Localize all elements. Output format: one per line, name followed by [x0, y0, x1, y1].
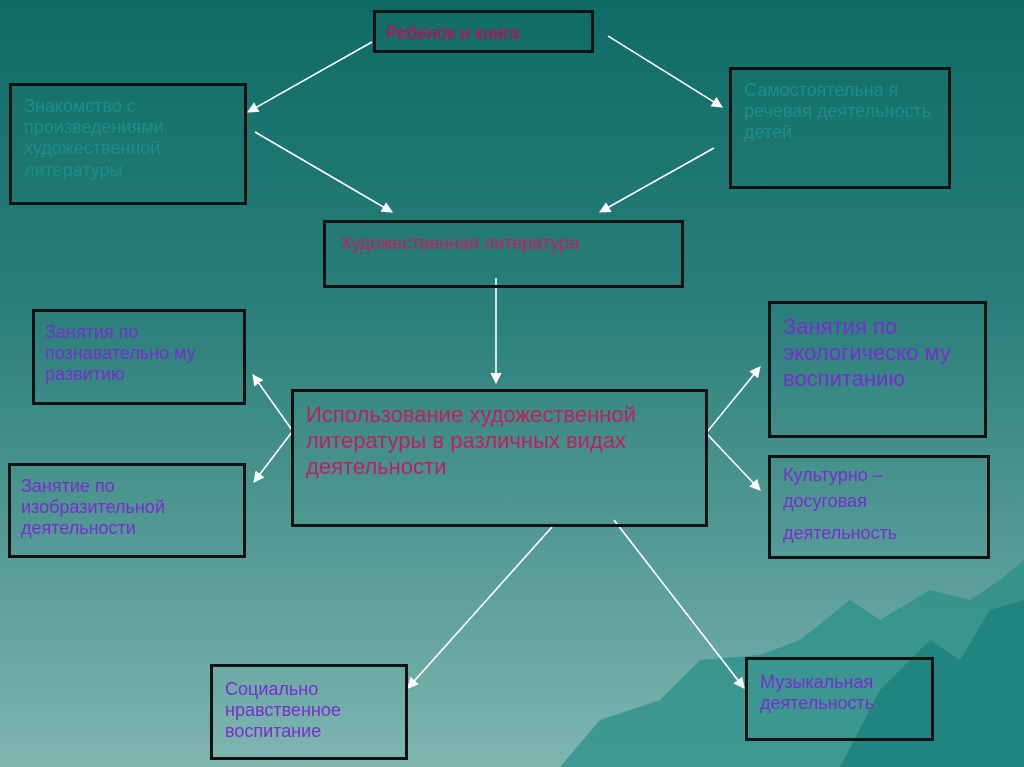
- box-speech-activity-text: Самостоятельна я речевая деятельность де…: [744, 80, 932, 143]
- box-fiction-text: Художественная литература: [340, 233, 580, 253]
- box-leisure-line3: деятельность: [783, 522, 898, 543]
- arrow-use-to-fineart: [253, 431, 293, 483]
- arrow-top-to-intro: [247, 41, 373, 113]
- arrow-speech-to-lit: [599, 147, 715, 213]
- arrow-use-to-social: [407, 526, 553, 689]
- box-cognitive-text: Занятия по познавательно му развитию: [45, 322, 196, 385]
- box-child-and-book-text: Ребенок и книга: [386, 23, 520, 43]
- box-social: Социально нравственное воспитание: [210, 664, 408, 760]
- box-leisure: Культурно – досуговая деятельность: [768, 455, 990, 559]
- box-leisure-line1: Культурно –: [783, 465, 883, 485]
- arrow-use-to-music: [613, 519, 745, 689]
- box-child-and-book: Ребенок и книга: [373, 10, 594, 53]
- arrow-use-to-leisure: [706, 433, 761, 491]
- box-social-text: Социально нравственное воспитание: [225, 679, 341, 742]
- box-ecology-text: Занятия по экологическо му воспитанию: [783, 314, 951, 391]
- box-fine-art-text: Занятие по изобразительной деятельности: [21, 476, 165, 539]
- box-intro-literature-text: Знакомство с произведениями художественн…: [24, 96, 164, 180]
- box-ecology: Занятия по экологическо му воспитанию: [768, 301, 987, 438]
- box-central-use-text: Использование художественной литературы …: [306, 402, 636, 479]
- arrow-intro-to-lit: [254, 131, 393, 213]
- arrow-use-to-ecology: [706, 366, 761, 433]
- box-speech-activity: Самостоятельна я речевая деятельность де…: [729, 67, 951, 189]
- box-fine-art: Занятие по изобразительной деятельности: [8, 463, 246, 558]
- box-music-text: Музыкальная деятельность: [760, 672, 875, 714]
- box-leisure-line2: досуговая: [783, 490, 867, 511]
- box-intro-literature: Знакомство с произведениями художественн…: [9, 83, 247, 205]
- box-cognitive: Занятия по познавательно му развитию: [32, 309, 246, 405]
- box-central-use: Использование художественной литературы …: [291, 389, 708, 527]
- box-music: Музыкальная деятельность: [745, 657, 934, 741]
- arrow-top-to-speech: [607, 35, 723, 108]
- box-fiction: Художественная литература: [323, 220, 684, 288]
- arrow-use-to-cognitive: [252, 374, 293, 431]
